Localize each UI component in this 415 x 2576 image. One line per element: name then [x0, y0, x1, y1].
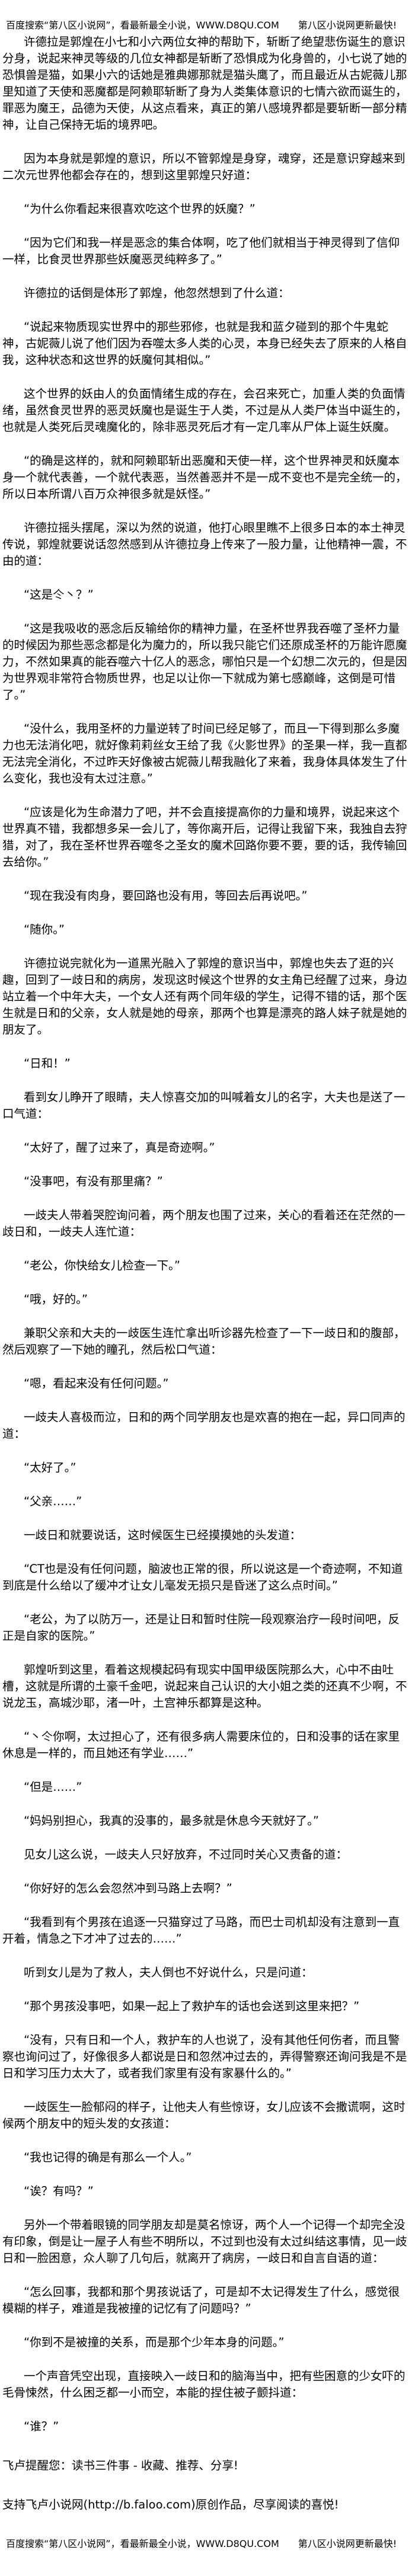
footer-support-link[interactable]: 支持飞卢小说网(http://b.faloo.com)原创作品，尽享阅读的喜悦! [2, 2498, 339, 2511]
story-paragraph: 许德拉说完就化为一道黑光融入了郭煌的意识当中，郭煌也失去了逛的兴趣，回到了一歧日… [2, 956, 407, 1036]
story-paragraph: 兼职父亲和大夫的一歧医生连忙拿出听诊器先检查了一下一歧日和的腹部，然后观察了一下… [2, 1326, 406, 1356]
story-paragraph: “的确是这样的，就和阿赖耶斩出恶魔和天使一样，这个世界神灵和妖魔本身一个就代表善… [2, 454, 407, 501]
story-paragraph: “太好了。” [24, 1461, 76, 1474]
story-paragraph: “应该是化为生命潜力了吧，并不会直接提高你的力量和境界，说起来这个世界真不错，我… [2, 805, 407, 869]
story-paragraph: “CT也是没有任何问题，脑波也正常的很，所以说这是一个奇迹啊，不知道到底是什么给… [2, 1562, 403, 1592]
story-paragraph: “为什么你看起来很喜欢吃这个世界的妖魔？” [24, 202, 256, 216]
story-paragraph: “说起来物质现实世界中的那些邪修，也就是我和蓝夕碰到的那个牛鬼蛇神，古妮薇儿说了… [2, 320, 407, 367]
story-paragraph: “现在我没有肉身，要回路也没有用，等回去后再说吧。” [24, 889, 308, 903]
story-paragraph: “诶？有吗？” [24, 2184, 94, 2198]
story-paragraph: “哦，好的。” [24, 1292, 88, 1306]
story-paragraph: “你好好的怎么会忽然冲到马路上去啊？” [24, 1881, 232, 1895]
story-paragraph: “因为它们和我一样是恶念的集合体啊，吃了他们就相当于神灵得到了信仰一样，比食灵世… [2, 236, 400, 266]
story-paragraph: “老公，为了以防万一，还是让日和暂时住院一段观察治疗一段时间吧，反正是自家的医院… [2, 1612, 400, 1643]
story-paragraph: “日和！” [24, 1057, 71, 1070]
story-paragraph: “这是我吸收的恶念后反输给你的精神力量，在圣杯世界我吞噬了圣杯力量的时候因为那些… [2, 622, 407, 702]
footer-reminder: 飞卢提醒您：读书三件事 - 收藏、推荐、分享! [2, 2459, 238, 2472]
story-paragraph: “谁？” [24, 2420, 59, 2433]
story-paragraph: 一歧医生一脸郁闷的样子，让他夫人有些惊讶，女儿应该不会撒谎啊，这时候两个朋友中的… [2, 2100, 406, 2130]
story-paragraph: “怎么回事，我都和那个男孩说话了，可是却不太记得发生了什么，感觉很模糊的样子，难… [2, 2285, 400, 2315]
site-banner-top: 百度搜索“第八区小说网”，看最新最全小说，WWW.D8QU.COM 第八区小说网… [6, 20, 397, 31]
story-paragraph: 许德拉摇头摆尾，深以为然的说道，他打心眼里瞧不上很多日本的本土神灵传说，郭煌就要… [2, 521, 407, 568]
story-paragraph: 一个声音凭空出现，直接映入一歧日和的脑海当中，把有些困意的少女吓的毛骨悚然，什么… [2, 2369, 406, 2399]
story-paragraph: “这是仒丶？” [24, 588, 94, 601]
story-paragraph: 一歧夫人带着哭腔询问着，两个朋友也围了过来，关心的看着还在茫然的一歧日和，一歧夫… [2, 1208, 406, 1239]
story-paragraph: 郭煌听到这里，看着这规模起码有现实中国甲级医院那么大，心中不由吐槽，这就是所谓的… [2, 1663, 407, 1710]
story-paragraph: “没什么，我用圣杯的力量逆转了时间已经足够了，而且一下得到那么多魔力也无法消化吧… [2, 722, 407, 785]
story-paragraph: “我也记得的确是有那么一个人。” [24, 2151, 192, 2164]
story-paragraph: “老公，你快给女儿检查一下。” [24, 1259, 180, 1272]
story-paragraph: “妈妈别担心，我真的没事的，最多就是休息今天就好了。” [24, 1814, 319, 1828]
story-paragraph: “太好了，醒了过来了，真是奇迹啊。” [24, 1141, 215, 1154]
story-paragraph: “那个男孩没事吧，如果一起上了救护车的话也会送到这里来把？” [24, 1999, 360, 2013]
story-paragraph: “丶仒你啊，太过担心了，还有很多病人需要床位的，日和没事的话在家里休息是一样的，… [2, 1730, 400, 1760]
story-paragraph: 许德拉是郭煌在小七和小六两位女神的帮助下，斩断了绝望悲伤诞生的意识分身，说起来神… [2, 35, 407, 132]
story-paragraph: “没事吧，有没有那里痛？” [24, 1175, 163, 1188]
story-paragraph: 因为本身就是郭煌的意识，所以不管郭煌是身穿，魂穿，还是意识穿越来到二次元世界他都… [2, 152, 406, 182]
story-paragraph: 另外一个带着眼镜的同学朋友却是莫名惊讶，两个人一个记得一个却完全没有印象，倒是让… [2, 2218, 407, 2265]
story-paragraph: 听到女儿是为了救人，夫人倒也不好说什么，只是问道： [24, 1966, 313, 1979]
story-paragraph: “我看到有个男孩在追逐一只猫穿过了马路，而巴士司机却没有注意到一直开着，情急之下… [2, 1915, 400, 1945]
story-paragraph: 看到女儿睁开了眼睛，夫人惊喜交加的叫喊着女儿的名字，大夫也是送了一口气道： [2, 1090, 406, 1121]
story-paragraph: 许德拉的话倒是体形了郭煌，他忽然想到了什么道： [24, 286, 290, 300]
story-paragraph: “没有，只有日和一个人，救护车的人也说了，没有其他任何伤者，而且警察也询问过了，… [2, 2033, 407, 2080]
story-paragraph: “随你。” [24, 923, 65, 936]
site-banner-bottom: 百度搜索“第八区小说网”，看最新最全小说，WWW.D8QU.COM 第八区小说网… [6, 2538, 397, 2549]
story-paragraph: “父亲……” [24, 1495, 82, 1508]
story-paragraph: 这个世界的妖由人的负面情绪生成的存在，会召来死亡，加重人类的负面情绪，虽然食灵世… [2, 387, 407, 434]
story-paragraph: 见女儿这么说，一歧夫人只好放弃，不过同时关心又责备的道： [24, 1848, 348, 1861]
chapter-body: 许德拉是郭煌在小七和小六两位女神的帮助下，斩断了绝望悲伤诞生的意识分身，说起来神… [2, 34, 408, 2435]
story-paragraph: 一歧夫人喜极而泣，日和的两个同学朋友也是欢喜的抱在一起，异口同声的道： [2, 1410, 406, 1441]
story-paragraph: 一歧日和就要说话，这时候医生已经摸摸她的头发道： [24, 1528, 302, 1542]
story-paragraph: “你到不是被撞的关系，而是那个少年本身的问题。” [24, 2335, 285, 2349]
story-paragraph: “但是……” [24, 1780, 82, 1794]
story-paragraph: “嗯，看起来没有任何问题。” [24, 1377, 169, 1390]
